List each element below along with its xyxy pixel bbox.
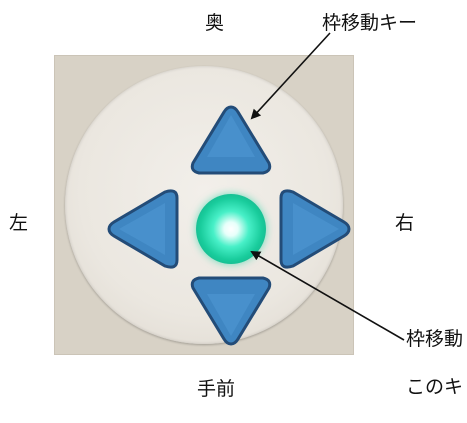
direction-label-front: 手前 [197,378,236,400]
dial-plate [65,66,351,346]
direction-label-right: 右 [395,212,415,234]
callout-note: このキ [406,376,464,398]
direction-label-back: 奥 [205,12,225,34]
right-arrow-key[interactable] [275,188,353,270]
direction-label-left: 左 [9,212,29,234]
triangle-down-icon [190,276,272,346]
triangle-up-icon [190,105,272,175]
callout-cursor-move-keys: 枠移動キー [322,12,418,34]
up-arrow-key[interactable] [189,103,273,177]
callout-cursor-move: 枠移動 [406,328,464,350]
left-arrow-key[interactable] [105,188,183,270]
down-arrow-key[interactable] [189,274,273,348]
center-confirm-lamp[interactable] [196,194,266,264]
triangle-left-icon [107,189,179,269]
triangle-right-icon [279,189,351,269]
control-panel [54,55,354,355]
